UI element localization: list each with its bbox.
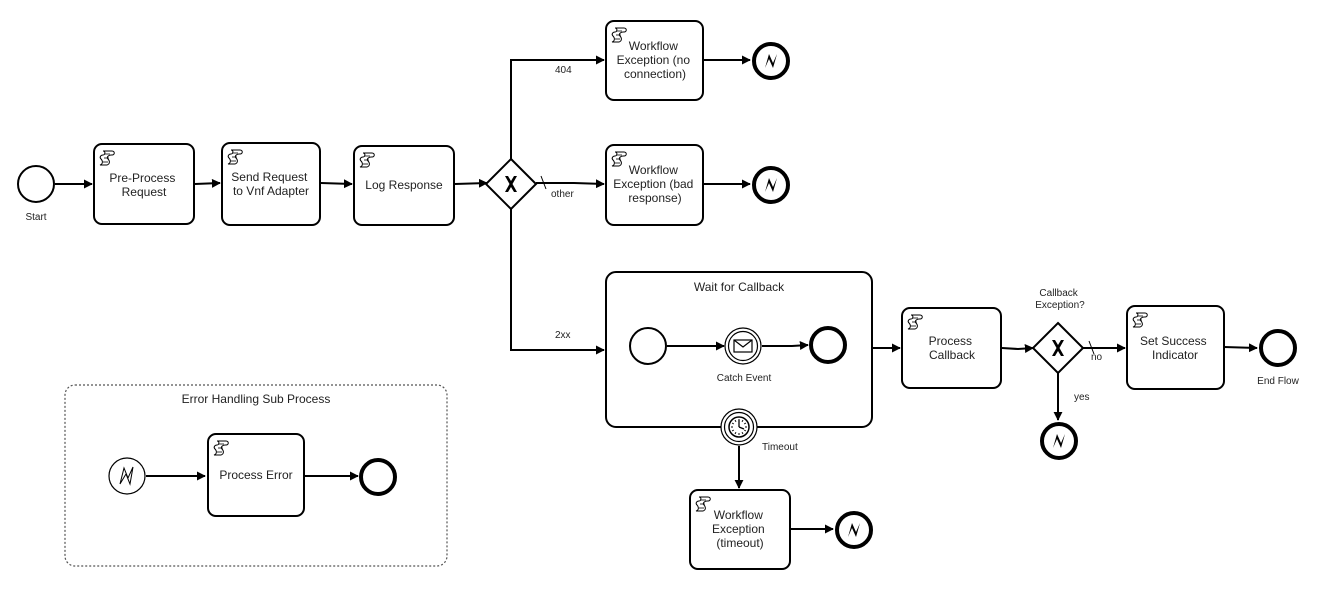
exclusive-gateway-callback[interactable] bbox=[1031, 321, 1085, 375]
timer-boundary-event[interactable] bbox=[720, 408, 758, 446]
inner-start-event[interactable] bbox=[629, 327, 667, 365]
subprocess-wait-label: Wait for Callback bbox=[694, 280, 785, 294]
catch-event[interactable] bbox=[724, 327, 762, 365]
envelope-icon bbox=[733, 339, 753, 353]
task-process-callback[interactable]: Process Callback bbox=[901, 307, 1002, 389]
svg-text:Workflow Exception (bad: Workflow Exception (bad response) bbox=[613, 163, 696, 205]
error-subprocess-end-event[interactable] bbox=[359, 458, 397, 496]
task-wf-exception-bad-response[interactable]: Workflow Exception (bad response) bbox=[605, 144, 704, 226]
flow-send-log[interactable] bbox=[320, 179, 353, 189]
flow-gateway-404[interactable] bbox=[510, 55, 605, 159]
error-end-event-bad-response[interactable] bbox=[752, 166, 790, 204]
flow-gateway-2xx[interactable] bbox=[510, 208, 605, 355]
svg-text:Send Request to Vnf Adap: Send Request to Vnf Adapter bbox=[231, 170, 310, 198]
start-event-label: Start bbox=[25, 212, 46, 223]
flow-catch-inner-end[interactable] bbox=[762, 341, 809, 350]
inner-end-event[interactable] bbox=[809, 326, 847, 364]
end-event-flow[interactable]: End Flow bbox=[1257, 329, 1300, 387]
flow-log-gateway[interactable] bbox=[454, 178, 488, 188]
error-start-event[interactable] bbox=[108, 457, 146, 495]
flow-label-404: 404 bbox=[555, 65, 572, 76]
flow-processcallback-gateway[interactable] bbox=[1001, 344, 1034, 354]
error-end-event-callback[interactable] bbox=[1040, 422, 1078, 460]
flow-label-no: no bbox=[1091, 352, 1103, 363]
end-flow-label: End Flow bbox=[1257, 376, 1299, 387]
flow-success-end[interactable] bbox=[1223, 343, 1258, 353]
task-process-error[interactable]: Process Error bbox=[207, 433, 305, 517]
task-send-request[interactable]: Send Request to Vnf Adapter bbox=[221, 142, 321, 226]
flow-label-other: other bbox=[551, 189, 574, 200]
svg-text:Log Response: Log Response bbox=[365, 178, 443, 192]
svg-text:Workflow Exception: Workflow Exception (timeout) bbox=[712, 508, 768, 550]
task-pre-process-request[interactable]: Pre-Process Request bbox=[93, 143, 195, 225]
x-icon bbox=[505, 176, 517, 192]
svg-text:Pre-Process Request: Pre-Process Request bbox=[109, 171, 178, 199]
flow-preprocess-send[interactable] bbox=[194, 178, 221, 188]
flow-label-timeout: Timeout bbox=[762, 442, 798, 453]
flow-gateway-other[interactable] bbox=[536, 179, 605, 189]
sequence-flows bbox=[55, 55, 1258, 534]
subprocess-error-label: Error Handling Sub Process bbox=[182, 392, 331, 406]
clock-icon bbox=[728, 416, 750, 438]
default-flow-marker-no bbox=[1088, 340, 1095, 355]
svg-text:Set Success Indicator: Set Success Indicator bbox=[1140, 334, 1210, 362]
svg-text:Process Error: Process Error bbox=[219, 468, 292, 482]
catch-event-label: Catch Event bbox=[717, 373, 772, 384]
svg-text:Process Callback: Process Callback bbox=[929, 334, 976, 362]
task-wf-exception-timeout[interactable]: Workflow Exception (timeout) bbox=[689, 489, 791, 570]
error-end-event-404[interactable] bbox=[752, 42, 790, 80]
task-log-response[interactable]: Log Response bbox=[353, 145, 455, 226]
x-icon bbox=[1052, 340, 1064, 356]
default-flow-marker-other bbox=[540, 175, 547, 190]
start-event[interactable]: Start bbox=[17, 165, 55, 223]
task-wf-exception-no-connection[interactable]: Workflow Exception (no connection) bbox=[605, 20, 704, 101]
exclusive-gateway-response[interactable] bbox=[484, 157, 538, 211]
svg-text:Workflow Exception (no: Workflow Exception (no connection) bbox=[617, 39, 694, 81]
task-set-success-indicator[interactable]: Set Success Indicator bbox=[1126, 305, 1225, 390]
error-end-event-timeout[interactable] bbox=[835, 511, 873, 549]
flow-label-2xx: 2xx bbox=[555, 330, 571, 341]
error-icon bbox=[119, 466, 134, 486]
flow-label-yes: yes bbox=[1074, 392, 1090, 403]
gateway-callback-label: Callback Exception? bbox=[1035, 288, 1085, 311]
